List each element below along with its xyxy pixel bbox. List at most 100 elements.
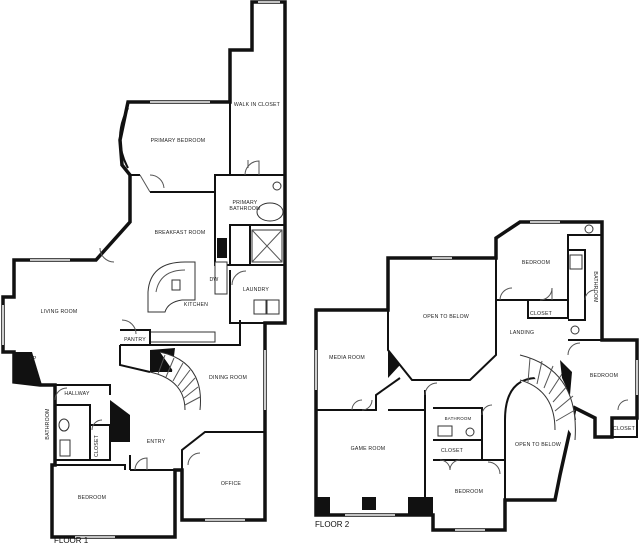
door-swing [121,319,137,335]
office-label: OFFICE [221,481,242,487]
stair-step [527,357,531,383]
floor-1-plan: WALK IN CLOSET PRIMARY BEDROOM PRIMARY B… [1,0,287,539]
stair-step [157,354,166,375]
office-wall [181,431,265,470]
stair-step [177,369,191,387]
stair-step [548,373,563,395]
floor-1-title: FLOOR 1 [54,536,89,545]
door-swing [439,459,461,471]
speaker-block [408,497,433,515]
refrigerator [217,238,227,258]
door-swing [584,289,596,301]
door-swing [424,382,438,396]
bathroom-label: BATHROOM [445,416,472,421]
door-swing [244,160,260,176]
stair-step [181,377,196,393]
closet-box [611,417,638,438]
stair-step [184,396,201,406]
staircase-inner [149,371,186,411]
bedroom-wall [52,464,126,470]
bedroom-label: BEDROOM [590,373,618,379]
toilet [570,325,580,335]
fireplace-label: FP [29,356,36,362]
walk-in-closet-label: WALK IN CLOSET [234,102,281,108]
breakfast-room-label: BREAKFAST ROOM [155,230,206,236]
media-room-label: MEDIA ROOM [329,355,365,361]
speaker-block [316,497,330,515]
laundry-wall [229,270,265,324]
closet-label: CLOSET [441,448,464,454]
door-swing [139,174,165,193]
media-room-wall [388,390,426,411]
primary-bedroom-label: PRIMARY BEDROOM [151,138,206,144]
primary-bathroom-label: PRIMARY [233,200,258,206]
kitchen-label: KITCHEN [184,302,208,308]
sink [584,224,594,234]
closet-wall [527,300,569,319]
stair-step [554,395,574,412]
door-swing [99,247,115,263]
dining-room-label: DINING ROOM [209,375,247,381]
bedroom-label: BEDROOM [522,260,550,266]
entry-label: ENTRY [147,439,166,445]
bathtub [256,202,284,222]
hallway-label: HALLWAY [64,391,90,397]
bathroom-label: BATHROOM [592,271,598,302]
door-swing [487,461,501,475]
door-swing [617,399,629,411]
shower [569,254,583,270]
laundry-label: LAUNDRY [243,287,269,293]
game-room-label: GAME ROOM [351,446,386,452]
kitchen-counter [149,331,216,343]
bedroom-wall [150,174,230,193]
stair-step [543,365,554,389]
vanity [59,439,71,457]
kitchen-counter [214,261,228,295]
dryer [266,299,280,315]
dishwasher-label: DW [209,277,218,283]
door-swing [499,287,513,301]
staircase-inner [519,379,556,431]
open-to-below-label: OPEN TO BELOW [515,442,561,448]
bedroom-label: BEDROOM [78,495,106,501]
shower-mark [251,229,283,263]
landing-label: LANDING [510,330,534,336]
closet-label: CLOSET [613,426,636,432]
staircase-outer [519,354,576,441]
floor-1-exterior-wall [1,0,287,539]
bedroom-label: BEDROOM [455,489,483,495]
speaker-block [362,497,376,510]
door-swing [91,419,103,431]
stair-wall [119,345,151,373]
floor-2-exterior-wall [314,220,639,532]
bedroom-wall [496,234,602,301]
stair-step [555,409,576,422]
closet-wall [229,50,285,176]
closet-label: CLOSET [94,434,100,457]
tub [437,425,453,437]
sink [272,181,282,191]
media-room-wall [316,377,401,411]
hallway-wall [55,384,111,395]
stair-step [183,386,199,399]
bathroom-wall [568,249,586,321]
washer [253,299,267,315]
door-swing [54,387,68,401]
island-counter-edge [155,269,186,293]
closet-wall [90,424,111,461]
floor-2-plan: BEDROOM OPEN TO BELOW CLOSET BATHROOM LA… [314,220,639,532]
wall-niche [110,400,130,442]
stair-step [165,357,175,378]
bathroom-wall [433,407,483,441]
sink [171,279,181,291]
open-to-below-wall [387,258,497,381]
door-swing [351,399,373,411]
wall-block [560,360,572,395]
door-swing [187,452,201,466]
wall-block [388,350,400,378]
closet-label: CLOSET [530,311,553,317]
door-swing [539,287,553,301]
bay-window-arc [119,107,129,169]
stair-step [536,360,543,385]
